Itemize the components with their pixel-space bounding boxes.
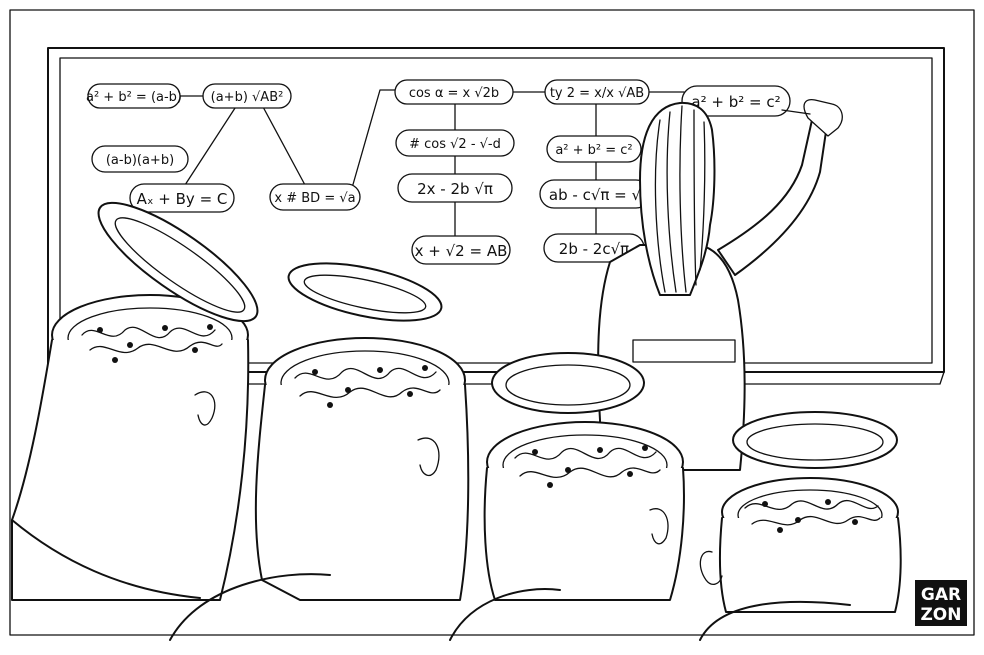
student-head-4 <box>699 411 902 613</box>
formula-text: ab - c√π = √ <box>549 186 642 204</box>
formula-text: a² + b² = c² <box>555 143 632 158</box>
formula-bubble-1: a² + b² = (a-b) <box>86 83 182 109</box>
student-head-3 <box>483 352 685 601</box>
formula-text: a² + b² = c² <box>691 93 780 111</box>
formula-text: x + √2 = AB <box>415 242 508 260</box>
formula-text: ty 2 = x/x √AB <box>550 86 644 101</box>
student-shoulders <box>11 519 851 641</box>
formula-text: 2b - 2c√π <box>559 240 629 258</box>
image-frame <box>9 9 975 636</box>
formula-bubble-5: x # BD = √a <box>269 183 361 211</box>
formula-text: a² + b² = (a-b) <box>86 90 182 105</box>
formula-text: cos α = x √2b <box>409 86 499 101</box>
formula-text: Aₓ + By = C <box>137 190 228 208</box>
formula-bubble-2: (a+b) √AB² <box>202 83 292 109</box>
formula-bubble-3: (a-b)(a+b) <box>91 145 189 173</box>
signature-line-1: GAR <box>921 585 961 605</box>
formula-bubble-6: cos α = x √2b <box>394 79 514 105</box>
formula-bubble-11: a² + b² = c² <box>546 135 642 163</box>
student-head-1 <box>11 201 259 601</box>
formula-connectors <box>179 89 685 251</box>
formula-bubble-4: Aₓ + By = C <box>129 183 235 213</box>
formula-bubble-9: x + √2 = AB <box>411 235 511 265</box>
formula-bubble-12: ab - c√π = √ <box>539 179 651 209</box>
student-head-2 <box>254 262 470 601</box>
formula-bubble-10: ty 2 = x/x √AB <box>544 79 650 105</box>
teacher-figure <box>597 98 843 471</box>
formula-text: # cos √2 - √-d <box>409 137 501 152</box>
formula-text: 2x - 2b √π <box>417 180 493 198</box>
signature-line-2: ZON <box>920 605 961 625</box>
artist-signature: GAR ZON <box>915 580 967 626</box>
formula-bubble-14: a² + b² = c² <box>681 85 791 117</box>
formula-text: (a+b) √AB² <box>211 90 284 105</box>
formula-bubble-13: 2b - 2c√π <box>543 233 645 263</box>
formula-bubble-7: # cos √2 - √-d <box>395 129 515 157</box>
formula-bubble-8: 2x - 2b √π <box>397 173 513 203</box>
formula-text: (a-b)(a+b) <box>106 153 174 168</box>
formula-text: x # BD = √a <box>274 191 355 206</box>
